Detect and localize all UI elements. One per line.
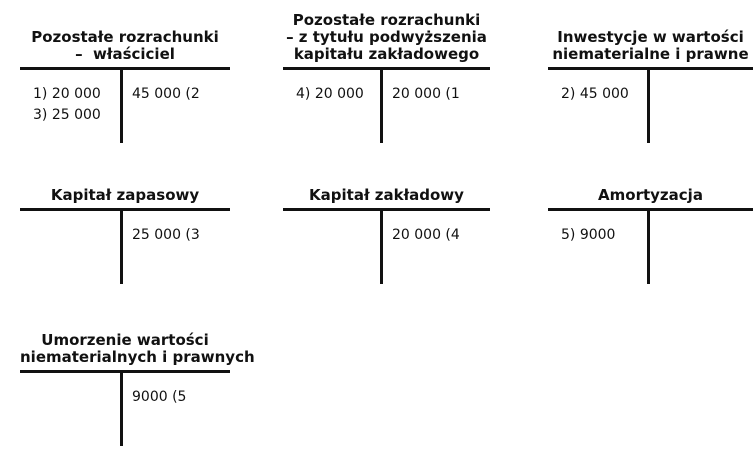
t-account: Kapitał zakładowy 20 000 (4 bbox=[283, 187, 490, 284]
debit-entry: 5) 9000 bbox=[561, 227, 616, 243]
credit-entry: 9000 (5 bbox=[132, 389, 187, 405]
t-account-vertical-line bbox=[380, 67, 383, 143]
t-account-horizontal-line bbox=[283, 208, 490, 211]
account-title: Umorzenie wartości niematerialnych i pra… bbox=[20, 331, 255, 366]
credit-side-entries: 9000 (5 bbox=[132, 387, 186, 408]
credit-side-entries: 45 000 (2 bbox=[132, 84, 200, 105]
credit-entry: 25 000 (3 bbox=[132, 227, 200, 243]
t-account: Amortyzacja 5) 9000 bbox=[548, 187, 753, 284]
account-title: Inwestycje w wartości niematerialne i pr… bbox=[552, 28, 749, 63]
debit-entry: 4) 20 000 bbox=[296, 86, 364, 102]
credit-entry: 20 000 (4 bbox=[392, 227, 460, 243]
t-account-horizontal-line bbox=[548, 208, 753, 211]
account-title: Pozostałe rozrachunki – z tytułu podwyżs… bbox=[286, 11, 487, 63]
t-account: Pozostałe rozrachunki – z tytułu podwyżs… bbox=[283, 12, 490, 143]
t-account-vertical-line bbox=[647, 67, 650, 143]
t-account-horizontal-line bbox=[20, 67, 230, 70]
t-account-horizontal-line bbox=[20, 208, 230, 211]
account-title: Kapitał zapasowy bbox=[50, 186, 200, 204]
debit-entry: 1) 20 000 bbox=[33, 86, 101, 102]
credit-entry: 45 000 (2 bbox=[132, 86, 200, 102]
debit-entry: 2) 45 000 bbox=[561, 86, 629, 102]
t-account-horizontal-line bbox=[20, 370, 230, 373]
credit-side-entries: 20 000 (4 bbox=[392, 225, 460, 246]
debit-side-entries: 5) 9000 bbox=[561, 225, 615, 246]
t-account-horizontal-line bbox=[548, 67, 753, 70]
t-account-vertical-line bbox=[120, 208, 123, 284]
t-account: Umorzenie wartości niematerialnych i pra… bbox=[20, 332, 255, 446]
t-account-vertical-line bbox=[120, 67, 123, 143]
debit-side-entries: 4) 20 000 bbox=[296, 84, 364, 105]
t-account: Kapitał zapasowy 25 000 (3 bbox=[20, 187, 230, 284]
t-account: Inwestycje w wartości niematerialne i pr… bbox=[548, 29, 753, 143]
credit-side-entries: 20 000 (1 bbox=[392, 84, 460, 105]
credit-side-entries: 25 000 (3 bbox=[132, 225, 200, 246]
debit-side-entries: 2) 45 000 bbox=[561, 84, 629, 105]
account-title: Amortyzacja bbox=[598, 186, 703, 204]
credit-entry: 20 000 (1 bbox=[392, 86, 460, 102]
debit-side-entries: 1) 20 000 3) 25 000 bbox=[33, 84, 101, 126]
t-account-vertical-line bbox=[380, 208, 383, 284]
t-account-horizontal-line bbox=[283, 67, 490, 70]
t-account: Pozostałe rozrachunki – właściciel 1) 20 … bbox=[20, 29, 230, 143]
debit-entry: 3) 25 000 bbox=[33, 107, 101, 123]
t-account-vertical-line bbox=[647, 208, 650, 284]
account-title: Pozostałe rozrachunki – właściciel bbox=[31, 28, 219, 63]
account-title: Kapitał zakładowy bbox=[309, 186, 464, 204]
t-account-vertical-line bbox=[120, 370, 123, 446]
